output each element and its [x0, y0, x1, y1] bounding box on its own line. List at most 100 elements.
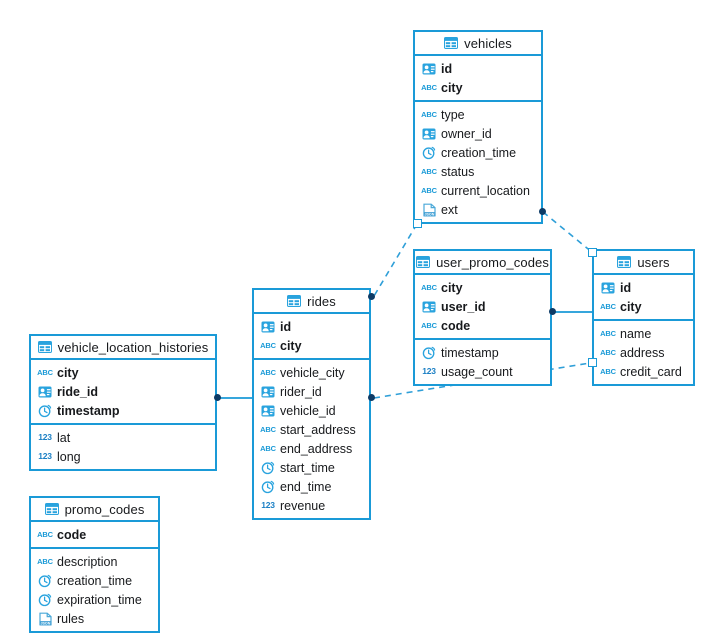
abc-string-icon: ABC	[37, 556, 53, 566]
field-row-timestamp[interactable]: timestamp	[415, 343, 550, 362]
number-123-icon: 123	[38, 432, 52, 443]
primary-key-row-user_id[interactable]: user_id	[415, 297, 550, 316]
table-grid-icon	[287, 294, 302, 308]
field-label: user_id	[441, 299, 486, 314]
field-label: start_address	[280, 422, 356, 437]
id-badge-icon	[38, 385, 52, 399]
primary-key-row-timestamp[interactable]: timestamp	[31, 401, 215, 420]
abc-string-icon: ABC	[600, 347, 616, 357]
field-label: long	[57, 449, 81, 464]
edge-vehicles-users	[542, 211, 594, 254]
field-label: creation_time	[57, 573, 133, 588]
abc-string-icon: ABC	[37, 367, 53, 377]
clock-icon	[38, 404, 52, 418]
field-label: current_location	[441, 183, 530, 198]
table-header-users[interactable]: users	[594, 251, 693, 275]
table-title: vehicle_location_histories	[57, 339, 209, 355]
table-header-vehicle_location_histories[interactable]: vehicle_location_histories	[31, 336, 215, 360]
table-title: user_promo_codes	[436, 254, 549, 270]
field-label: id	[280, 319, 292, 334]
field-label: id	[441, 61, 453, 76]
primary-key-row-id[interactable]: id	[594, 278, 693, 297]
field-row-creation_time[interactable]: creation_time	[415, 143, 541, 162]
field-row-start_address[interactable]: ABC start_address	[254, 420, 369, 439]
id-badge-icon	[422, 62, 436, 76]
table-title: rides	[307, 293, 336, 309]
field-row-expiration_time[interactable]: expiration_time	[31, 590, 158, 609]
edge-endpoint-dot-upc-right	[549, 308, 556, 315]
id-badge-icon	[261, 385, 275, 399]
svg-text:JSON: JSON	[424, 212, 434, 216]
svg-text:JSON: JSON	[40, 621, 50, 625]
table-grid-icon	[416, 255, 431, 269]
field-row-owner_id[interactable]: owner_id	[415, 124, 541, 143]
table-header-user_promo_codes[interactable]: user_promo_codes	[415, 251, 550, 275]
abc-string-icon: ABC	[600, 366, 616, 376]
abc-string-icon: ABC	[421, 82, 437, 92]
clock-icon	[422, 346, 436, 360]
field-label: expiration_time	[57, 592, 142, 607]
table-header-rides[interactable]: rides	[254, 290, 369, 314]
table-grid-icon	[37, 340, 52, 354]
clock-icon	[261, 480, 275, 494]
json-document-icon: JSON	[422, 203, 436, 217]
table-grid-icon	[617, 255, 632, 269]
table-header-vehicles[interactable]: vehicles	[415, 32, 541, 56]
abc-string-icon: ABC	[421, 166, 437, 176]
clock-icon	[38, 593, 52, 607]
primary-key-row-id[interactable]: id	[415, 59, 541, 78]
field-row-creation_time[interactable]: creation_time	[31, 571, 158, 590]
field-row-end_time[interactable]: end_time	[254, 477, 369, 496]
abc-string-icon: ABC	[260, 367, 276, 377]
field-row-start_time[interactable]: start_time	[254, 458, 369, 477]
field-label: lat	[57, 430, 71, 445]
table-header-promo_codes[interactable]: promo_codes	[31, 498, 158, 522]
field-row-vehicle_id[interactable]: vehicle_id	[254, 401, 369, 420]
edge-vehicles-rides	[373, 223, 418, 297]
primary-key-row-id[interactable]: id	[254, 317, 369, 336]
field-row-rider_id[interactable]: rider_id	[254, 382, 369, 401]
edge-endpoint-dot-vehicles-right	[539, 208, 546, 215]
field-label: owner_id	[441, 126, 492, 141]
abc-string-icon: ABC	[600, 328, 616, 338]
edge-endpoint-dot-vlh-right	[214, 394, 221, 401]
primary-key-row-ride_id[interactable]: ride_id	[31, 382, 215, 401]
field-label: rider_id	[280, 384, 322, 399]
id-badge-icon	[261, 404, 275, 418]
abc-string-icon: ABC	[260, 424, 276, 434]
field-row-lat[interactable]: 123 lat	[31, 428, 215, 447]
abc-string-icon: ABC	[37, 529, 53, 539]
